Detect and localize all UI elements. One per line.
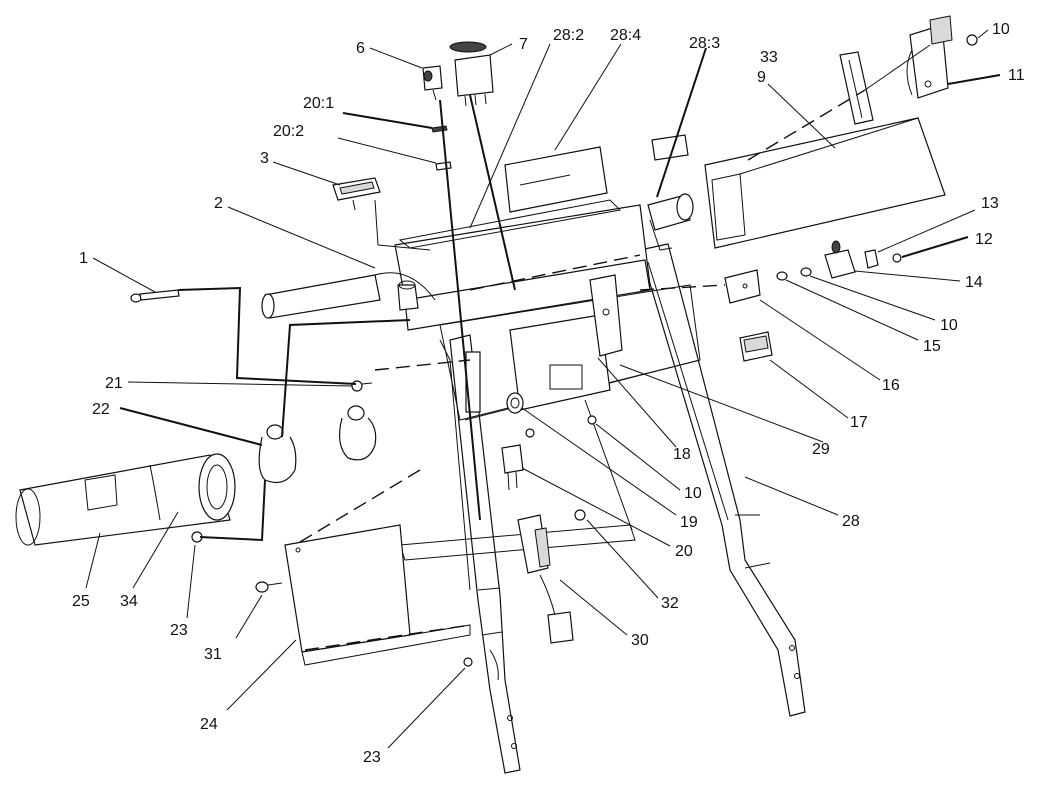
left-grip-bar [261, 272, 436, 319]
screw-21 [351, 380, 373, 392]
callout-17: 17 [850, 414, 868, 431]
callout-21: 21 [105, 375, 123, 392]
wire-harness [517, 514, 574, 644]
leader-lines [85, 29, 1001, 749]
spacer-20-1 [431, 125, 448, 133]
decal-strip [398, 199, 622, 249]
callout-28-3: 28:3 [689, 35, 720, 52]
fuse-holder [501, 444, 524, 491]
bolt-1 [130, 289, 180, 303]
washer-15 [776, 271, 788, 281]
connector-3 [332, 177, 381, 211]
callout-12: 12 [975, 231, 993, 248]
spacer-20-2 [435, 161, 452, 171]
control-box [704, 117, 946, 249]
screw-12 [892, 253, 902, 263]
relay-17 [739, 331, 773, 362]
callouts: 1 2 3 6 7 9 10 10 10 11 12 13 14 15 16 1… [72, 21, 1025, 766]
callout-18: 18 [673, 446, 691, 463]
switch-assembly [906, 15, 953, 99]
clamp-22 [258, 405, 377, 483]
washer-10-right [800, 267, 812, 277]
handle-tube-left [449, 334, 521, 774]
screw-31 [255, 581, 283, 593]
grip-tube [15, 453, 236, 546]
plate-16 [724, 269, 761, 304]
hour-meter [449, 41, 494, 107]
nuts-10-middle [525, 415, 597, 521]
decal-small [651, 134, 689, 161]
callout-28-4: 28:4 [610, 27, 641, 44]
callout-23-left: 23 [170, 622, 188, 639]
callout-7: 7 [519, 36, 528, 53]
callout-20: 20 [675, 543, 693, 560]
callout-10-top: 10 [992, 21, 1010, 38]
mounting-rail [839, 51, 874, 125]
mounting-bracket [509, 274, 623, 411]
callout-28-2: 28:2 [553, 27, 584, 44]
callout-1: 1 [79, 250, 88, 267]
callout-14: 14 [965, 274, 983, 291]
callout-22: 22 [92, 401, 110, 418]
callout-29: 29 [812, 441, 830, 458]
callout-34: 34 [120, 593, 138, 610]
screw-23-bottom [463, 657, 473, 667]
callout-9: 9 [757, 69, 766, 86]
callout-11: 11 [1008, 67, 1025, 84]
decal-panel [504, 146, 608, 213]
callout-15: 15 [923, 338, 941, 355]
cover-plate [284, 524, 471, 666]
callout-24: 24 [200, 716, 218, 733]
key-switch [422, 65, 443, 101]
callout-20-2: 20:2 [273, 123, 304, 140]
callout-32: 32 [661, 595, 679, 612]
callout-16: 16 [882, 377, 900, 394]
callout-10-middle: 10 [684, 485, 702, 502]
callout-25: 25 [72, 593, 90, 610]
callout-2: 2 [214, 195, 223, 212]
callout-33: 33 [760, 49, 778, 66]
nut-top [966, 34, 978, 46]
right-grip-bar [647, 193, 694, 251]
wiring-cover [399, 399, 636, 561]
callout-30: 30 [631, 632, 649, 649]
callout-20-1: 20:1 [303, 95, 334, 112]
callout-23-bottom: 23 [363, 749, 381, 766]
callout-13: 13 [981, 195, 999, 212]
callout-10-right: 10 [940, 317, 958, 334]
callout-31: 31 [204, 646, 222, 663]
callout-28: 28 [842, 513, 860, 530]
bushing-19 [506, 392, 524, 414]
assembly-lines [177, 44, 931, 651]
clip-13 [864, 249, 879, 269]
callout-6: 6 [356, 40, 365, 57]
switch-rocker [824, 240, 856, 279]
handle-tube-right [639, 243, 806, 717]
callout-3: 3 [260, 150, 269, 167]
callout-19: 19 [680, 514, 698, 531]
